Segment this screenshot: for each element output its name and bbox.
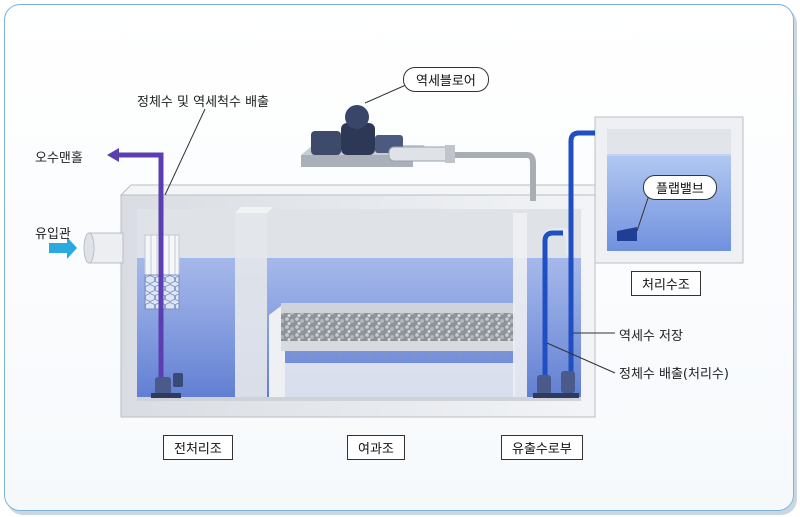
filtration-label: 여과조 xyxy=(347,435,405,460)
diagram-frame: 정체수 및 역세척수 배출 오수맨홀 유입관 역세블로어 플랩밸브 처리수조 역… xyxy=(4,4,794,511)
backwash-blower xyxy=(301,105,455,167)
treated-discharge-label: 정체수 배출(처리수) xyxy=(619,367,729,382)
flap-valve-leader xyxy=(636,194,650,232)
sewage-manhole-label: 오수맨홀 xyxy=(35,151,83,166)
outflow-pumps xyxy=(533,371,579,398)
treated-discharge-pipe xyxy=(542,230,563,393)
backwash-marker xyxy=(569,331,573,335)
gravel-media xyxy=(281,313,515,341)
pretreatment-pump xyxy=(151,373,183,398)
pretreatment-label: 전처리조 xyxy=(163,435,233,460)
inlet-pipe-label: 유입관 xyxy=(35,227,71,242)
outflow-label: 유출수로부 xyxy=(501,435,583,460)
baffle-top xyxy=(235,207,273,213)
tank-floor xyxy=(137,397,581,401)
filter-bed-top xyxy=(281,303,515,313)
inlet-pipe-mouth xyxy=(83,232,95,264)
inlet-arrow xyxy=(49,237,77,259)
discharge-marker xyxy=(543,341,547,345)
blower-air-pipe xyxy=(453,152,536,201)
discharge-leader xyxy=(164,108,206,196)
flap-valve xyxy=(617,227,637,241)
support-plate xyxy=(281,341,515,351)
treatment-tank-label: 처리수조 xyxy=(631,271,701,296)
backwash-supply-pipe xyxy=(568,130,595,393)
blower-label: 역세블로어 xyxy=(403,67,489,92)
back-wall xyxy=(137,209,581,259)
treated-discharge-leader xyxy=(546,342,616,374)
discharge-label: 정체수 및 역세척수 배출 xyxy=(137,95,269,110)
flap-valve-label: 플랩밸브 xyxy=(643,175,717,200)
diffuser-row xyxy=(293,353,507,357)
outflow-partition xyxy=(513,213,527,397)
purple-discharge-pipe xyxy=(117,152,164,387)
backwash-storage-label: 역세수 저장 xyxy=(619,329,683,344)
under-drain xyxy=(281,363,515,397)
baffle-wall xyxy=(235,213,267,397)
treatment-system-diagram xyxy=(49,80,744,418)
manhole-arrow xyxy=(107,148,119,162)
